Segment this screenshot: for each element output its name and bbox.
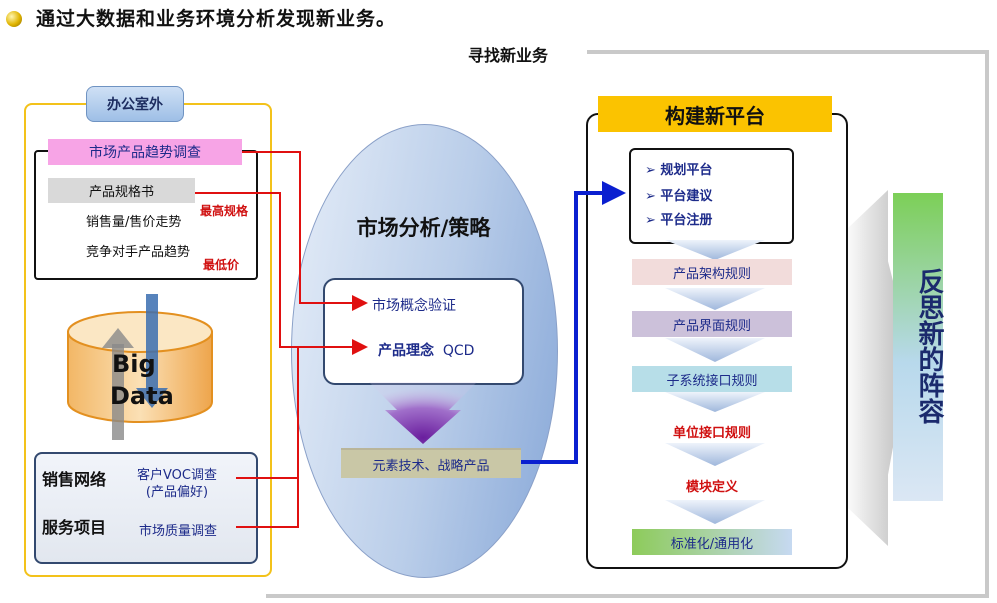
step-chevrons bbox=[665, 240, 765, 524]
arrow-quality bbox=[236, 478, 299, 528]
market-trend-label: 市场产品趋势调查 bbox=[48, 139, 242, 165]
step-unit-interface: 单位接口规则 bbox=[672, 425, 751, 441]
sales-network-label: 销售网络 bbox=[42, 470, 107, 489]
product-idea-label: 产品理念 QCD bbox=[378, 340, 474, 360]
plan-bullet-icon: ➢ bbox=[645, 189, 661, 204]
plan-item-2: ➢ 平台建议 bbox=[645, 185, 712, 204]
step-standardization: 标准化/通用化 bbox=[632, 529, 792, 555]
page-title: 通过大数据和业务环境分析发现新业务。 bbox=[36, 8, 397, 30]
plan-item-3-label: 平台注册 bbox=[660, 213, 713, 228]
product-idea-suffix: QCD bbox=[442, 343, 475, 359]
funnel-arrow-icon bbox=[369, 382, 477, 444]
step-module-definition: 模块定义 bbox=[685, 479, 738, 495]
competitor-trend-label: 竞争对手产品趋势 bbox=[86, 245, 191, 260]
plan-bullet-icon: ➢ bbox=[645, 163, 661, 178]
platform-header: 构建新平台 bbox=[598, 96, 832, 132]
office-tag: 办公室外 bbox=[86, 86, 184, 122]
step-product-architecture: 产品架构规则 bbox=[632, 259, 792, 285]
frame-top-line bbox=[587, 50, 987, 54]
reflect-label: 反思新的阵容 bbox=[914, 268, 944, 424]
arrow-spec bbox=[195, 192, 368, 355]
spec-book-label: 产品规格书 bbox=[48, 178, 195, 203]
plan-item-2-label: 平台建议 bbox=[660, 189, 713, 204]
arrow-voc bbox=[236, 347, 299, 479]
concept-validation-label: 市场概念验证 bbox=[372, 298, 456, 314]
step-subsystem-interface: 子系统接口规则 bbox=[632, 366, 792, 392]
voc-survey-label: 客户VOC调查 bbox=[137, 468, 217, 483]
plan-item-3: ➢ 平台注册 bbox=[645, 209, 712, 228]
arrow-element-to-platform bbox=[521, 181, 626, 464]
plan-item-1: ➢ 规划平台 bbox=[645, 159, 712, 178]
plan-item-1-label: 规划平台 bbox=[660, 163, 713, 178]
element-tech-label: 元素技术、战略产品 bbox=[341, 448, 521, 478]
min-price-label: 最低价 bbox=[203, 258, 240, 272]
product-idea-prefix: 产品理念 bbox=[378, 343, 434, 359]
section-subtitle: 寻找新业务 bbox=[468, 46, 549, 65]
voc-survey-note: (产品偏好) bbox=[145, 485, 209, 500]
frame-bottom-line bbox=[266, 594, 989, 598]
max-spec-label: 最高规格 bbox=[200, 204, 249, 218]
frame-right-line bbox=[985, 50, 989, 598]
service-items-label: 服务项目 bbox=[42, 518, 107, 537]
market-analysis-title: 市场分析/策略 bbox=[356, 216, 491, 240]
reflect-bar bbox=[893, 193, 943, 501]
quality-survey-label: 市场质量调查 bbox=[138, 524, 217, 539]
arrow-market-trend bbox=[242, 151, 368, 311]
big-data-label-1: Big bbox=[112, 350, 156, 378]
big-data-cylinder bbox=[67, 294, 213, 440]
bullet-icon bbox=[6, 11, 22, 27]
plan-bullet-icon: ➢ bbox=[645, 213, 661, 228]
sales-service-box bbox=[34, 452, 258, 564]
big-data-label-2: Data bbox=[110, 382, 174, 410]
sales-trend-label: 销售量/售价走势 bbox=[86, 215, 182, 230]
step-product-interface: 产品界面规则 bbox=[632, 311, 792, 337]
